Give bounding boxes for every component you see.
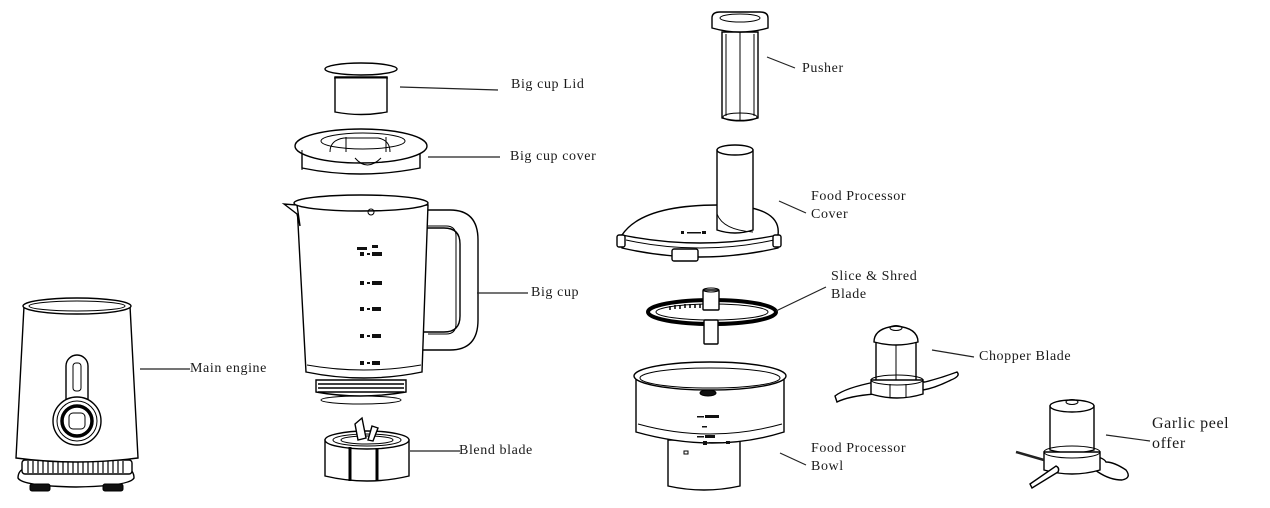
label-blend-blade: Blend blade [459, 443, 533, 458]
chopper-blade-illustration [834, 325, 959, 403]
label-slice-shred-blade: Slice & Shred Blade [831, 269, 918, 302]
food-processor-bowl-illustration [633, 361, 787, 491]
label-garlic-peel-offer: Garlic peel offer [1152, 415, 1230, 452]
pusher-illustration [711, 11, 769, 122]
garlic-peel-offer-illustration [1015, 399, 1129, 489]
label-big-cup-lid: Big cup Lid [511, 77, 585, 92]
big-cup-illustration [281, 194, 479, 405]
blend-blade-illustration [324, 416, 410, 482]
label-big-cup-cover: Big cup cover [510, 149, 597, 164]
leader-lines [140, 56, 1151, 466]
food-processor-cover-illustration [616, 144, 782, 262]
big-cup-cover-illustration [294, 128, 428, 175]
big-cup-lid-illustration [324, 62, 398, 116]
label-chopper-blade: Chopper Blade [979, 349, 1072, 364]
label-main-engine: Main engine [190, 361, 267, 376]
label-pusher: Pusher [802, 61, 844, 76]
slice-shred-blade-illustration [646, 287, 778, 345]
label-food-processor-cover: Food Processor Cover [811, 189, 907, 222]
label-big-cup: Big cup [531, 285, 580, 300]
main-engine-illustration [15, 297, 139, 492]
label-food-processor-bowl: Food Processor Bowl [811, 441, 907, 474]
